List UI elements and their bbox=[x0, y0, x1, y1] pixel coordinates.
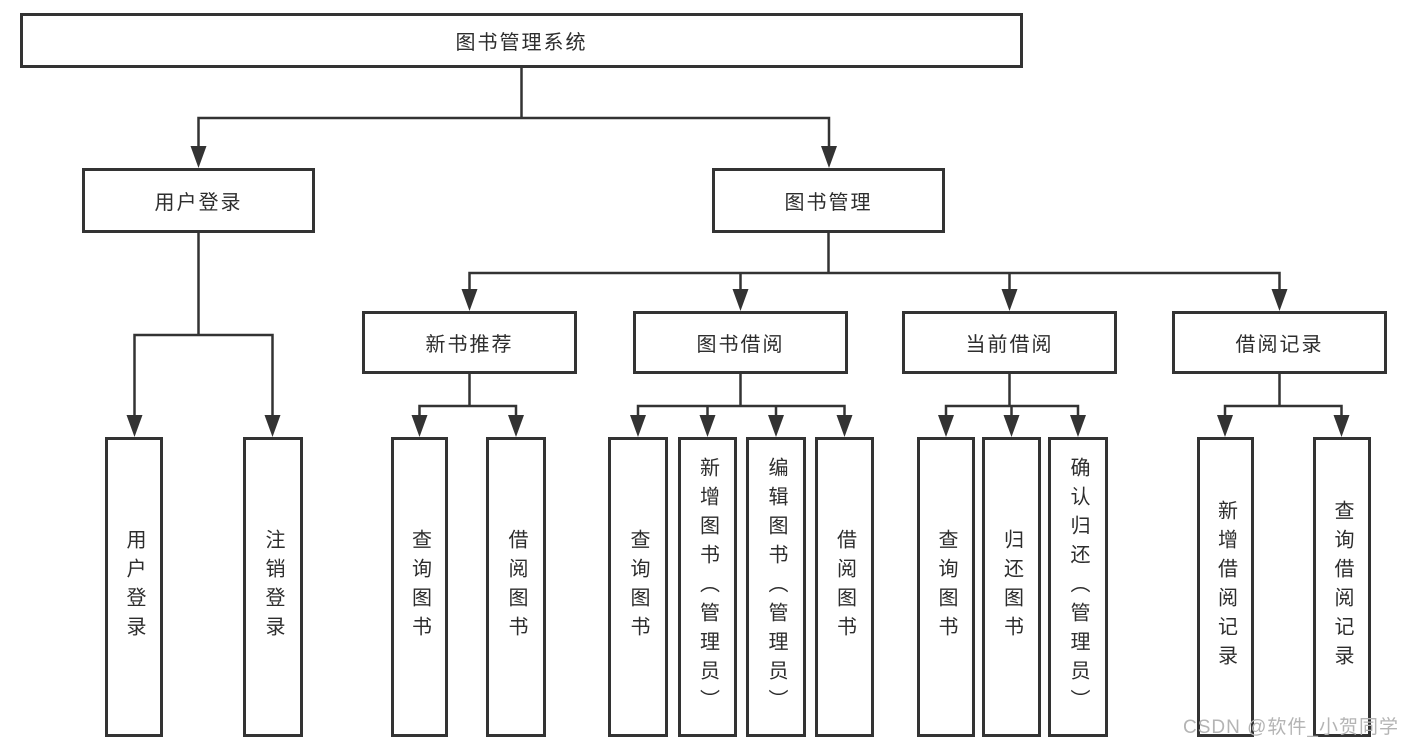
leaf-label: 用户登录 bbox=[123, 529, 145, 645]
leaf-search-books-borrowing: 查询图书 bbox=[608, 437, 668, 737]
leaf-add-book-admin: 新增图书（管理员） bbox=[678, 437, 737, 737]
node-book-borrowing: 图书借阅 bbox=[633, 311, 848, 374]
arrowhead-icon bbox=[126, 146, 1350, 437]
leaf-label: 新增借阅记录 bbox=[1214, 500, 1237, 674]
leaf-label: 查询图书 bbox=[935, 529, 957, 645]
leaf-user-login: 用户登录 bbox=[105, 437, 163, 737]
leaf-borrow-books: 借阅图书 bbox=[815, 437, 874, 737]
node-book-management: 图书管理 bbox=[712, 168, 945, 233]
leaf-search-books-current: 查询图书 bbox=[917, 437, 975, 737]
leaf-add-borrow-record: 新增借阅记录 bbox=[1197, 437, 1254, 737]
node-label: 图书管理系统 bbox=[455, 32, 588, 54]
leaf-return-books: 归还图书 bbox=[982, 437, 1041, 737]
leaf-label: 查询图书 bbox=[627, 529, 649, 645]
leaf-label: 编辑图书（管理员） bbox=[765, 456, 787, 718]
leaf-label: 注销登录 bbox=[262, 529, 284, 645]
leaf-logout: 注销登录 bbox=[243, 437, 303, 737]
node-library-management-system: 图书管理系统 bbox=[20, 13, 1023, 68]
node-label: 新书推荐 bbox=[425, 334, 514, 356]
tree-connector-path bbox=[133, 66, 1343, 423]
node-label: 图书借阅 bbox=[696, 334, 785, 356]
leaf-label: 确认归还（管理员） bbox=[1067, 456, 1089, 718]
leaf-label: 查询图书 bbox=[408, 529, 431, 645]
leaf-label: 借阅图书 bbox=[833, 529, 856, 645]
node-new-book-recommend: 新书推荐 bbox=[362, 311, 577, 374]
node-borrowing-records: 借阅记录 bbox=[1172, 311, 1387, 374]
leaf-label: 借阅图书 bbox=[505, 529, 527, 645]
node-user-login: 用户登录 bbox=[82, 168, 315, 233]
leaf-confirm-return-admin: 确认归还（管理员） bbox=[1048, 437, 1108, 737]
leaf-label: 新增图书（管理员） bbox=[696, 456, 719, 718]
leaf-label: 归还图书 bbox=[1000, 529, 1023, 645]
csdn-watermark: CSDN @软件_小贺同学 bbox=[1183, 717, 1399, 738]
node-label: 用户登录 bbox=[154, 192, 243, 214]
leaf-search-borrow-record: 查询借阅记录 bbox=[1313, 437, 1371, 737]
leaf-label: 查询借阅记录 bbox=[1331, 500, 1353, 674]
node-label: 当前借阅 bbox=[965, 334, 1054, 356]
node-label: 借阅记录 bbox=[1235, 334, 1324, 356]
leaf-edit-book-admin: 编辑图书（管理员） bbox=[746, 437, 806, 737]
leaf-borrow-books-recommend: 借阅图书 bbox=[486, 437, 546, 737]
leaf-search-books-recommend: 查询图书 bbox=[391, 437, 448, 737]
node-current-borrowing: 当前借阅 bbox=[902, 311, 1117, 374]
node-label: 图书管理 bbox=[784, 192, 873, 214]
